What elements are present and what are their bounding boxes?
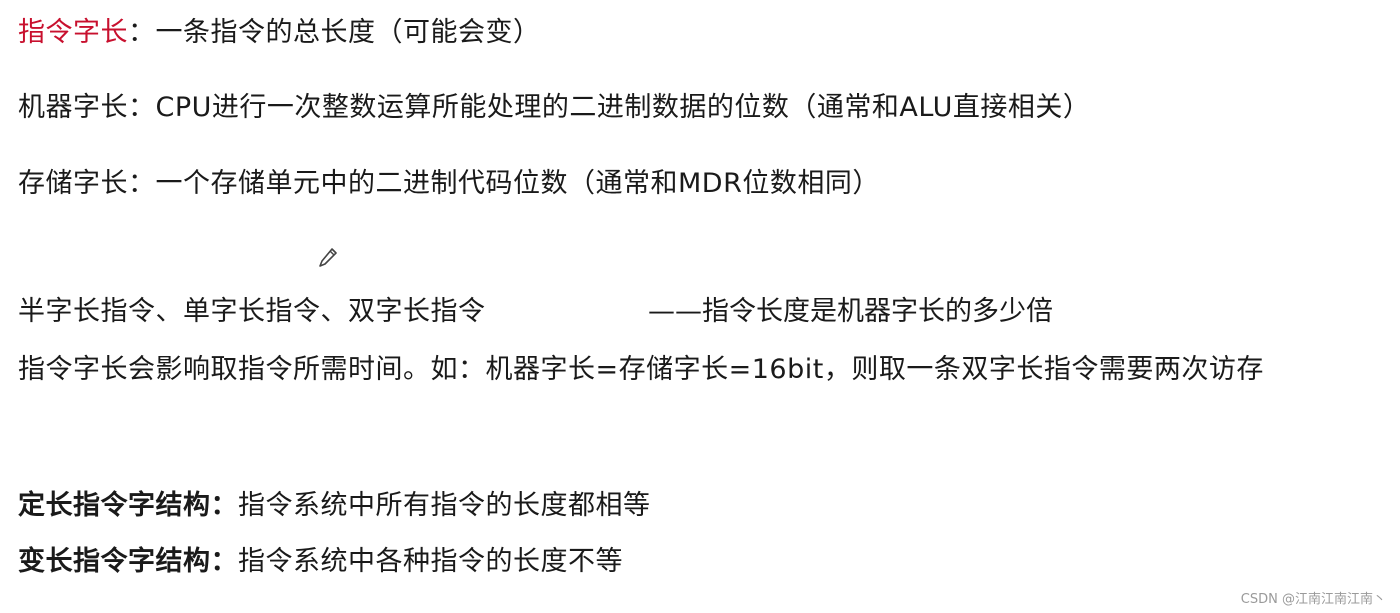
- definition: CPU进行一次整数运算所能处理的二进制数据的位数（通常和ALU直接相关）: [155, 92, 1091, 123]
- storage-word-length-line: 存储字长：一个存储单元中的二进制代码位数（通常和MDR位数相同）: [18, 166, 880, 202]
- definition: 指令系统中各种指令的长度不等: [238, 546, 623, 577]
- variable-length-structure-line: 变长指令字结构：指令系统中各种指令的长度不等: [18, 544, 623, 580]
- machine-word-length-line: 机器字长：CPU进行一次整数运算所能处理的二进制数据的位数（通常和ALU直接相关…: [18, 90, 1090, 126]
- term-variable-length: 变长指令字结构: [18, 546, 211, 577]
- definition: 一条指令的总长度（可能会变）: [155, 17, 541, 48]
- separator: ：: [210, 490, 238, 521]
- separator: ：: [128, 92, 156, 123]
- term-storage-word-length: 存储字长: [18, 168, 128, 199]
- separator: ：: [210, 546, 238, 577]
- pencil-icon: [319, 248, 337, 267]
- instruction-types-note: ——指令长度是机器字长的多少倍: [648, 296, 1053, 327]
- term-instruction-word-length: 指令字长: [18, 17, 128, 48]
- separator: ：: [128, 17, 156, 48]
- term-machine-word-length: 机器字长: [18, 92, 128, 123]
- fixed-length-structure-line: 定长指令字结构：指令系统中所有指令的长度都相等: [18, 488, 651, 524]
- csdn-watermark: CSDN @江南江南江南丶: [1240, 592, 1386, 607]
- term-fixed-length: 定长指令字结构: [18, 490, 211, 521]
- definition: 指令系统中所有指令的长度都相等: [238, 490, 651, 521]
- instruction-word-length-line: 指令字长：一条指令的总长度（可能会变）: [18, 15, 541, 51]
- instruction-types-line: 半字长指令、单字长指令、双字长指令: [18, 296, 486, 327]
- fetch-time-note: 指令字长会影响取指令所需时间。如：机器字长=存储字长=16bit，则取一条双字长…: [18, 354, 1264, 385]
- definition: 一个存储单元中的二进制代码位数（通常和MDR位数相同）: [155, 168, 880, 199]
- separator: ：: [128, 168, 156, 199]
